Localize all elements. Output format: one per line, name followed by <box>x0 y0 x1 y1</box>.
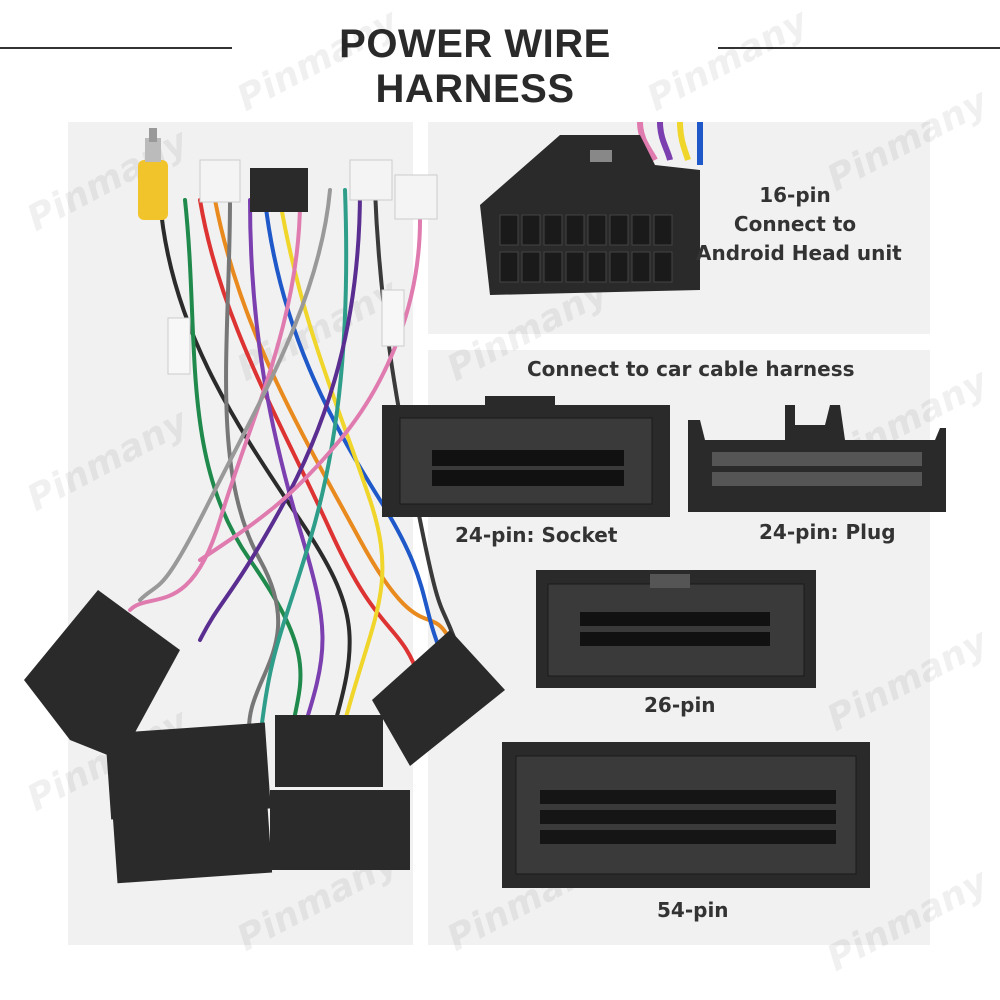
plug24-label: 24-pin: Plug <box>759 520 896 544</box>
pin16-head-unit-label: Android Head unit <box>696 241 902 265</box>
page-title: POWER WIRE HARNESS <box>339 22 611 111</box>
header-rule-right <box>718 47 1000 49</box>
car-harness-label: Connect to car cable harness <box>527 357 855 381</box>
pin16-label: 16-pin <box>759 183 831 207</box>
pin54-label: 54-pin <box>657 898 729 922</box>
header-rule-left <box>0 47 232 49</box>
socket24-label: 24-pin: Socket <box>455 523 618 547</box>
pin26-label: 26-pin <box>644 693 716 717</box>
pin16-connect-label: Connect to <box>733 212 857 236</box>
